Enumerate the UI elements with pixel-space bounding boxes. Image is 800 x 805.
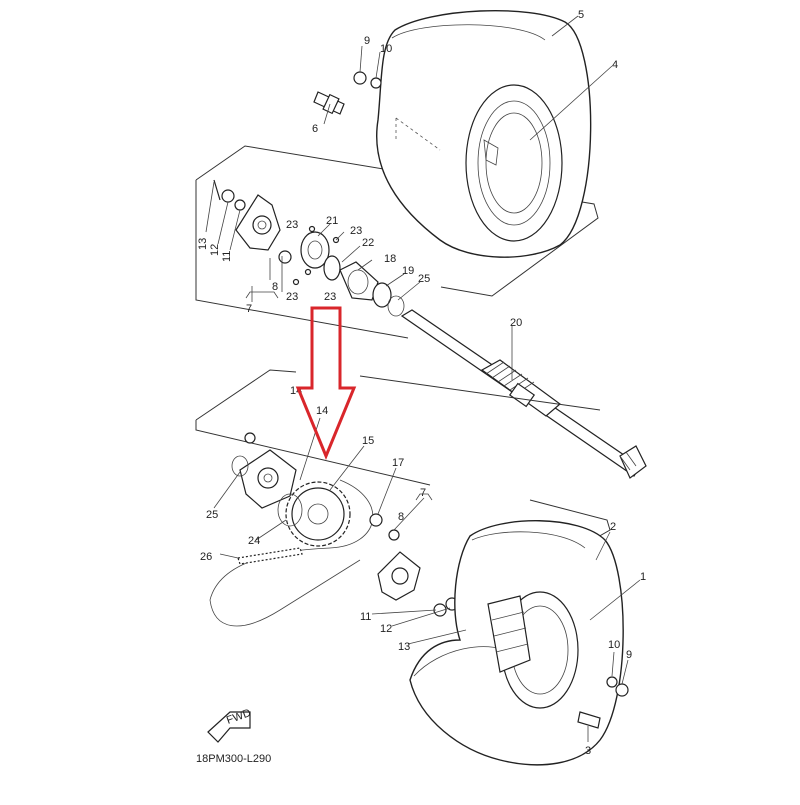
callout-17: 17 [392, 457, 404, 469]
callout-13-lower: 13 [398, 641, 410, 653]
callout-labels: 1 2 3 4 5 6 7 7 8 8 9 9 10 10 11 11 12 1… [197, 9, 646, 757]
callout-12-lower: 12 [380, 623, 392, 635]
callout-9-lower: 9 [626, 649, 632, 661]
nut-9-lower [615, 683, 629, 697]
callout-26: 26 [200, 551, 212, 563]
callout-11-upper: 11 [221, 251, 233, 262]
callout-7-upper: 7 [246, 303, 252, 315]
callout-10-lower: 10 [608, 639, 620, 651]
callout-9-upper: 9 [364, 35, 370, 47]
bolt-8-upper [278, 250, 292, 264]
callout-7-lower: 7 [420, 487, 426, 499]
washer-10-lower [606, 676, 618, 688]
hub-upper [235, 194, 281, 251]
callout-10-upper: 10 [380, 43, 392, 55]
callout-1: 1 [640, 571, 646, 583]
bolt-8-lower [388, 529, 400, 541]
lower-assembly-frame-2 [195, 420, 431, 486]
callout-11-lower: 11 [360, 611, 371, 623]
lower-assembly-frame [195, 369, 297, 421]
bolt-lower-hub [244, 432, 256, 444]
callout-19: 19 [402, 265, 414, 277]
stud-bolt-3 [577, 711, 601, 729]
callout-8-upper: 8 [272, 281, 278, 293]
callout-23-d: 23 [324, 291, 336, 303]
callout-12-upper: 12 [209, 244, 221, 256]
hub-lower [239, 449, 297, 509]
callout-20: 20 [510, 317, 522, 329]
callout-25-upper: 25 [418, 273, 430, 285]
highlight-arrow [295, 306, 357, 460]
callout-2: 2 [610, 521, 616, 533]
guard-24 [277, 493, 303, 527]
upper-assembly-frame [195, 145, 599, 297]
callout-23-c: 23 [286, 291, 298, 303]
callout-4: 4 [612, 59, 618, 71]
callout-14: 14 [316, 405, 328, 417]
washer-10-upper [370, 77, 382, 89]
callout-24: 24 [248, 535, 260, 547]
seal-19 [372, 282, 392, 308]
diagram-code: 18PM300-L290 [196, 753, 271, 765]
leader-lines [205, 15, 641, 742]
upper-assembly-frame-left [195, 180, 409, 339]
oring-25-lower [231, 455, 249, 477]
callout-6: 6 [312, 123, 318, 135]
nut-11-upper [234, 199, 246, 211]
bearing-housing-18 [339, 261, 379, 301]
callout-13-upper: 13 [197, 238, 209, 250]
callout-18: 18 [384, 253, 396, 265]
sprocket-15 [285, 481, 351, 547]
callout-21: 21 [326, 215, 338, 227]
fwd-arrow-icon: FWD [207, 707, 253, 743]
washer-12-upper [221, 189, 235, 203]
axle-20 [400, 309, 647, 479]
callout-22: 22 [362, 237, 374, 249]
tire-lower [409, 520, 624, 766]
stud-bolt-6 [313, 91, 345, 115]
callout-25-lower: 25 [206, 509, 218, 521]
nut-17 [369, 513, 383, 527]
callout-15: 15 [362, 435, 374, 447]
callout-8-lower: 8 [398, 511, 404, 523]
callout-23-a: 23 [286, 219, 298, 231]
sprocket-hub-21 [300, 231, 330, 269]
nut-9-upper [353, 71, 367, 85]
callout-3: 3 [585, 745, 591, 757]
seal-22 [323, 255, 341, 281]
chain-26 [209, 479, 374, 627]
tire-upper [376, 9, 592, 258]
oring-25-upper [387, 295, 405, 317]
hub-lower-right [377, 551, 421, 601]
callout-5: 5 [578, 9, 584, 21]
callout-23-b: 23 [350, 225, 362, 237]
